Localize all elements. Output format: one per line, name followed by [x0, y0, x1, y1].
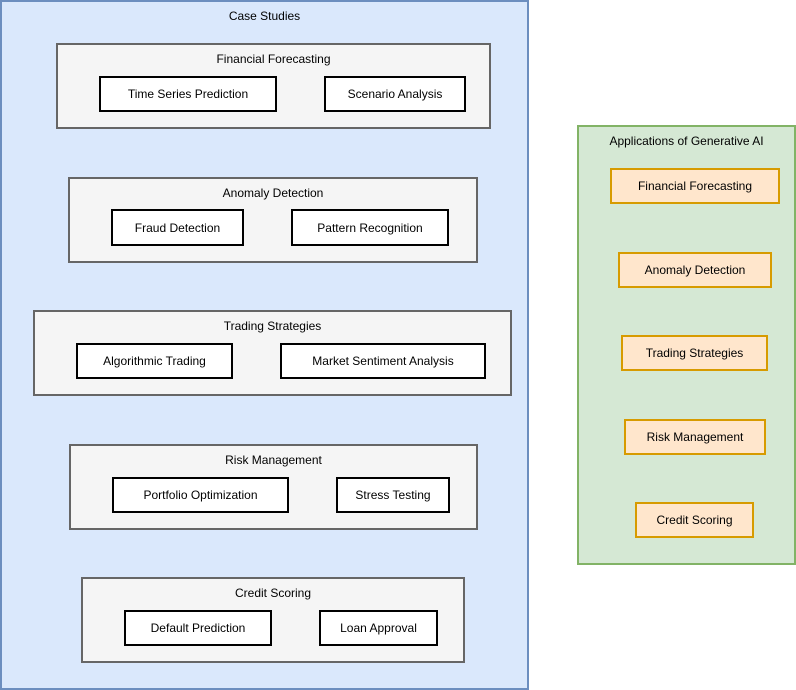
- group-title: Anomaly Detection: [222, 186, 324, 200]
- applications-title: Applications of Generative AI: [609, 134, 764, 148]
- case-studies-title: Case Studies: [228, 9, 301, 23]
- app-trading-strategies: Trading Strategies: [621, 335, 768, 371]
- app-risk-management: Risk Management: [624, 419, 766, 455]
- node-pattern-recognition: Pattern Recognition: [291, 209, 449, 246]
- group-title: Risk Management: [225, 453, 322, 467]
- app-credit-scoring: Credit Scoring: [635, 502, 754, 538]
- node-market-sentiment-analysis: Market Sentiment Analysis: [280, 343, 486, 379]
- node-portfolio-optimization: Portfolio Optimization: [112, 477, 289, 513]
- node-fraud-detection: Fraud Detection: [111, 209, 244, 246]
- node-default-prediction: Default Prediction: [124, 610, 272, 646]
- node-scenario-analysis: Scenario Analysis: [324, 76, 466, 112]
- node-algorithmic-trading: Algorithmic Trading: [76, 343, 233, 379]
- node-time-series-prediction: Time Series Prediction: [99, 76, 277, 112]
- app-anomaly-detection: Anomaly Detection: [618, 252, 772, 288]
- group-title: Financial Forecasting: [216, 52, 331, 66]
- node-loan-approval: Loan Approval: [319, 610, 438, 646]
- app-financial-forecasting: Financial Forecasting: [610, 168, 780, 204]
- node-stress-testing: Stress Testing: [336, 477, 450, 513]
- group-title: Trading Strategies: [223, 319, 322, 333]
- group-title: Credit Scoring: [234, 586, 312, 600]
